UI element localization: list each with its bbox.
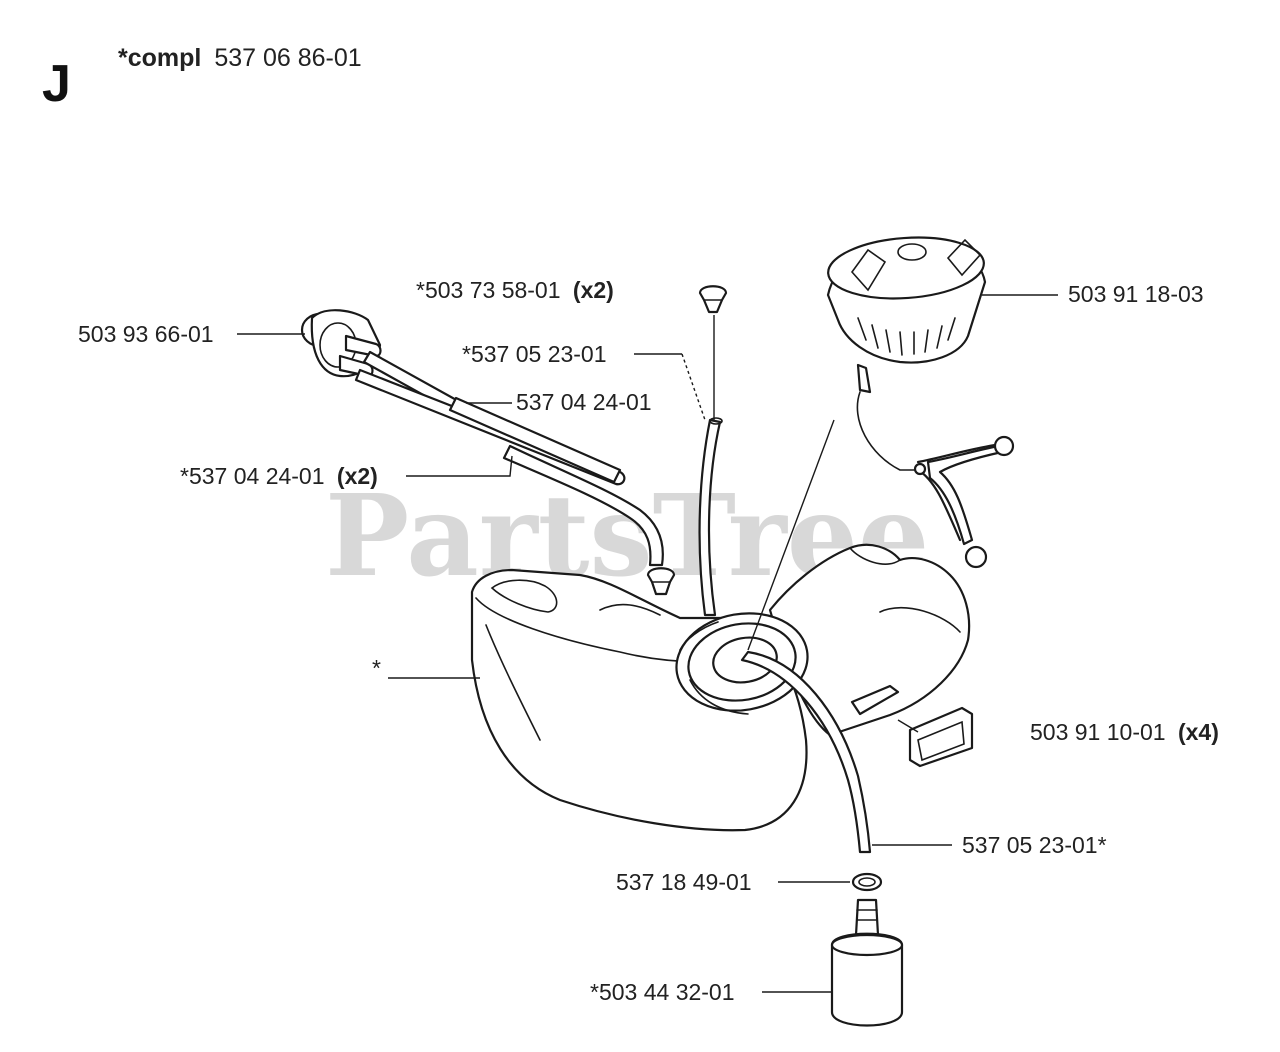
callout-hose-pair: *537 04 24-01 (x2) bbox=[180, 463, 378, 489]
callout-o-ring: 537 18 49-01 bbox=[616, 869, 752, 895]
assembly-number: 537 06 86-01 bbox=[214, 44, 361, 72]
fuel-filter-icon bbox=[830, 898, 904, 1027]
primer-bulb-icon bbox=[300, 309, 382, 378]
callout-grommet-top: *503 73 58-01 (x2) bbox=[416, 277, 614, 303]
callout-cap: 503 91 18-03 bbox=[1068, 281, 1204, 307]
callout-fuel-filter: *503 44 32-01 bbox=[590, 979, 735, 1005]
o-ring-icon bbox=[851, 872, 883, 892]
damper-icon bbox=[850, 684, 974, 768]
leader-lines bbox=[237, 294, 1058, 993]
grommet-top-icon bbox=[698, 285, 728, 314]
fuel-cap-icon bbox=[826, 236, 1015, 569]
callout-damper: 503 91 10-01 (x4) bbox=[1030, 719, 1219, 745]
primer-hoses bbox=[354, 350, 664, 567]
callout-tank: * bbox=[372, 655, 381, 681]
tank-filler-neck bbox=[675, 612, 809, 715]
assembly-header: *compl 537 06 86-01 bbox=[118, 44, 362, 72]
assembly-prefix: *compl bbox=[118, 44, 201, 72]
grommet-tank-icon bbox=[646, 567, 676, 596]
return-hose-icon bbox=[698, 417, 723, 617]
callout-fuel-hose: 537 05 23-01* bbox=[962, 832, 1107, 858]
fuel-hose-icon bbox=[740, 650, 872, 854]
callout-return-hose-top: *537 05 23-01 bbox=[462, 341, 607, 367]
callout-primer-bulb: 503 93 66-01 bbox=[78, 321, 214, 347]
callout-hose-single: 537 04 24-01 bbox=[516, 389, 652, 415]
section-letter: J bbox=[42, 55, 71, 113]
